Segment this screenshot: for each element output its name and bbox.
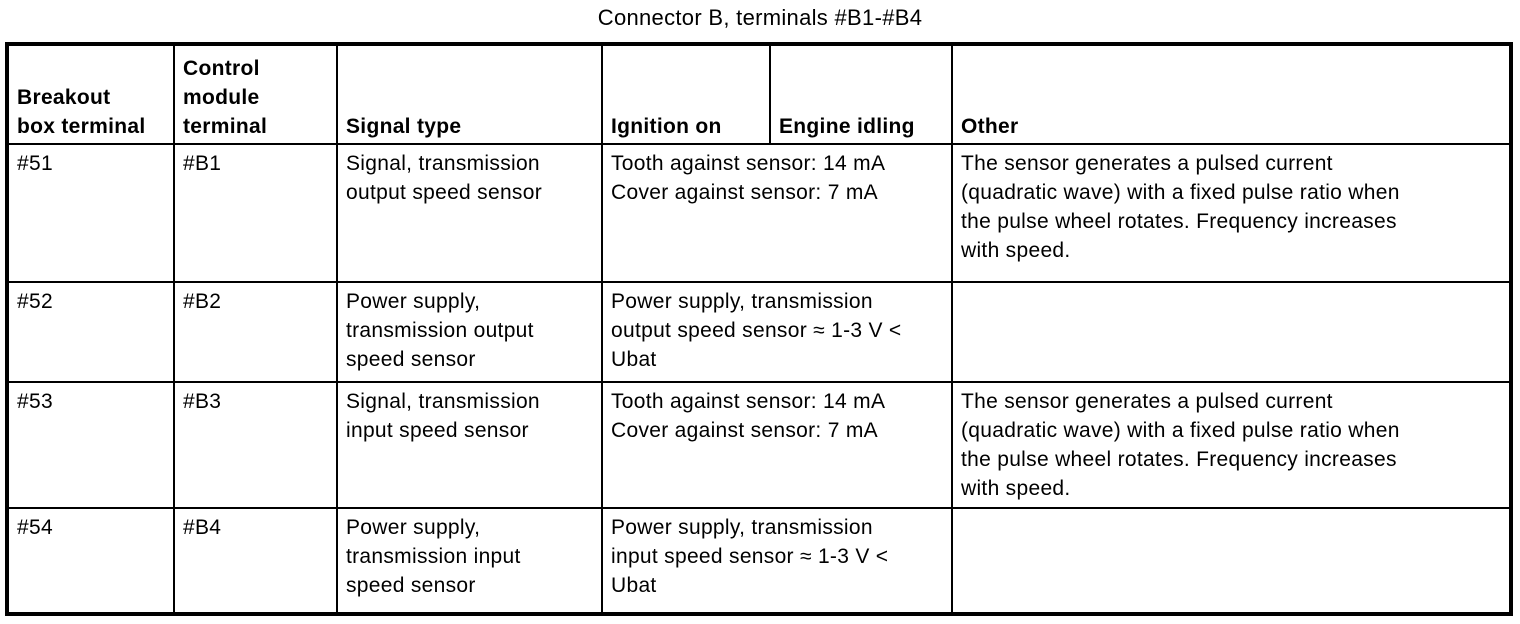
table-row: #54 #B4 Power supply, transmission input… bbox=[6, 507, 1512, 615]
page-title: Connector B, terminals #B1-#B4 bbox=[597, 5, 923, 30]
header-control-module-terminal: Control module terminal bbox=[173, 43, 338, 145]
cell-breakout-box-terminal: #53 bbox=[6, 381, 175, 509]
cell-signal-type: Power supply, transmission output speed … bbox=[336, 281, 603, 383]
table-header-row: Breakout box terminal Control module ter… bbox=[6, 43, 1512, 145]
header-other: Other bbox=[951, 43, 1512, 145]
cell-ignition-on-engine-idling: Power supply, transmission output speed … bbox=[601, 281, 953, 383]
cell-signal-type: Signal, transmission input speed sensor bbox=[336, 381, 603, 509]
header-signal-type: Signal type bbox=[336, 43, 603, 145]
cell-control-module-terminal: #B1 bbox=[173, 143, 338, 283]
cell-ignition-on-engine-idling: Power supply, transmission input speed s… bbox=[601, 507, 953, 615]
header-breakout-box-terminal: Breakout box terminal bbox=[6, 43, 175, 145]
connector-b-terminals-table: Breakout box terminal Control module ter… bbox=[5, 42, 1513, 616]
cell-other bbox=[951, 507, 1512, 615]
cell-other: The sensor generates a pulsed current (q… bbox=[951, 381, 1512, 509]
table-row: #51 #B1 Signal, transmission output spee… bbox=[6, 143, 1512, 283]
cell-control-module-terminal: #B4 bbox=[173, 507, 338, 615]
cell-breakout-box-terminal: #52 bbox=[6, 281, 175, 383]
cell-ignition-on-engine-idling: Tooth against sensor: 14 mA Cover agains… bbox=[601, 143, 953, 283]
cell-ignition-on-engine-idling: Tooth against sensor: 14 mA Cover agains… bbox=[601, 381, 953, 509]
header-engine-idling: Engine idling bbox=[769, 43, 953, 145]
cell-breakout-box-terminal: #51 bbox=[6, 143, 175, 283]
cell-control-module-terminal: #B2 bbox=[173, 281, 338, 383]
cell-signal-type: Signal, transmission output speed sensor bbox=[336, 143, 603, 283]
cell-other: The sensor generates a pulsed current (q… bbox=[951, 143, 1512, 283]
cell-other bbox=[951, 281, 1512, 383]
cell-control-module-terminal: #B3 bbox=[173, 381, 338, 509]
cell-breakout-box-terminal: #54 bbox=[6, 507, 175, 615]
table-row: #53 #B3 Signal, transmission input speed… bbox=[6, 381, 1512, 509]
table-row: #52 #B2 Power supply, transmission outpu… bbox=[6, 281, 1512, 383]
cell-signal-type: Power supply, transmission input speed s… bbox=[336, 507, 603, 615]
header-ignition-on: Ignition on bbox=[601, 43, 771, 145]
